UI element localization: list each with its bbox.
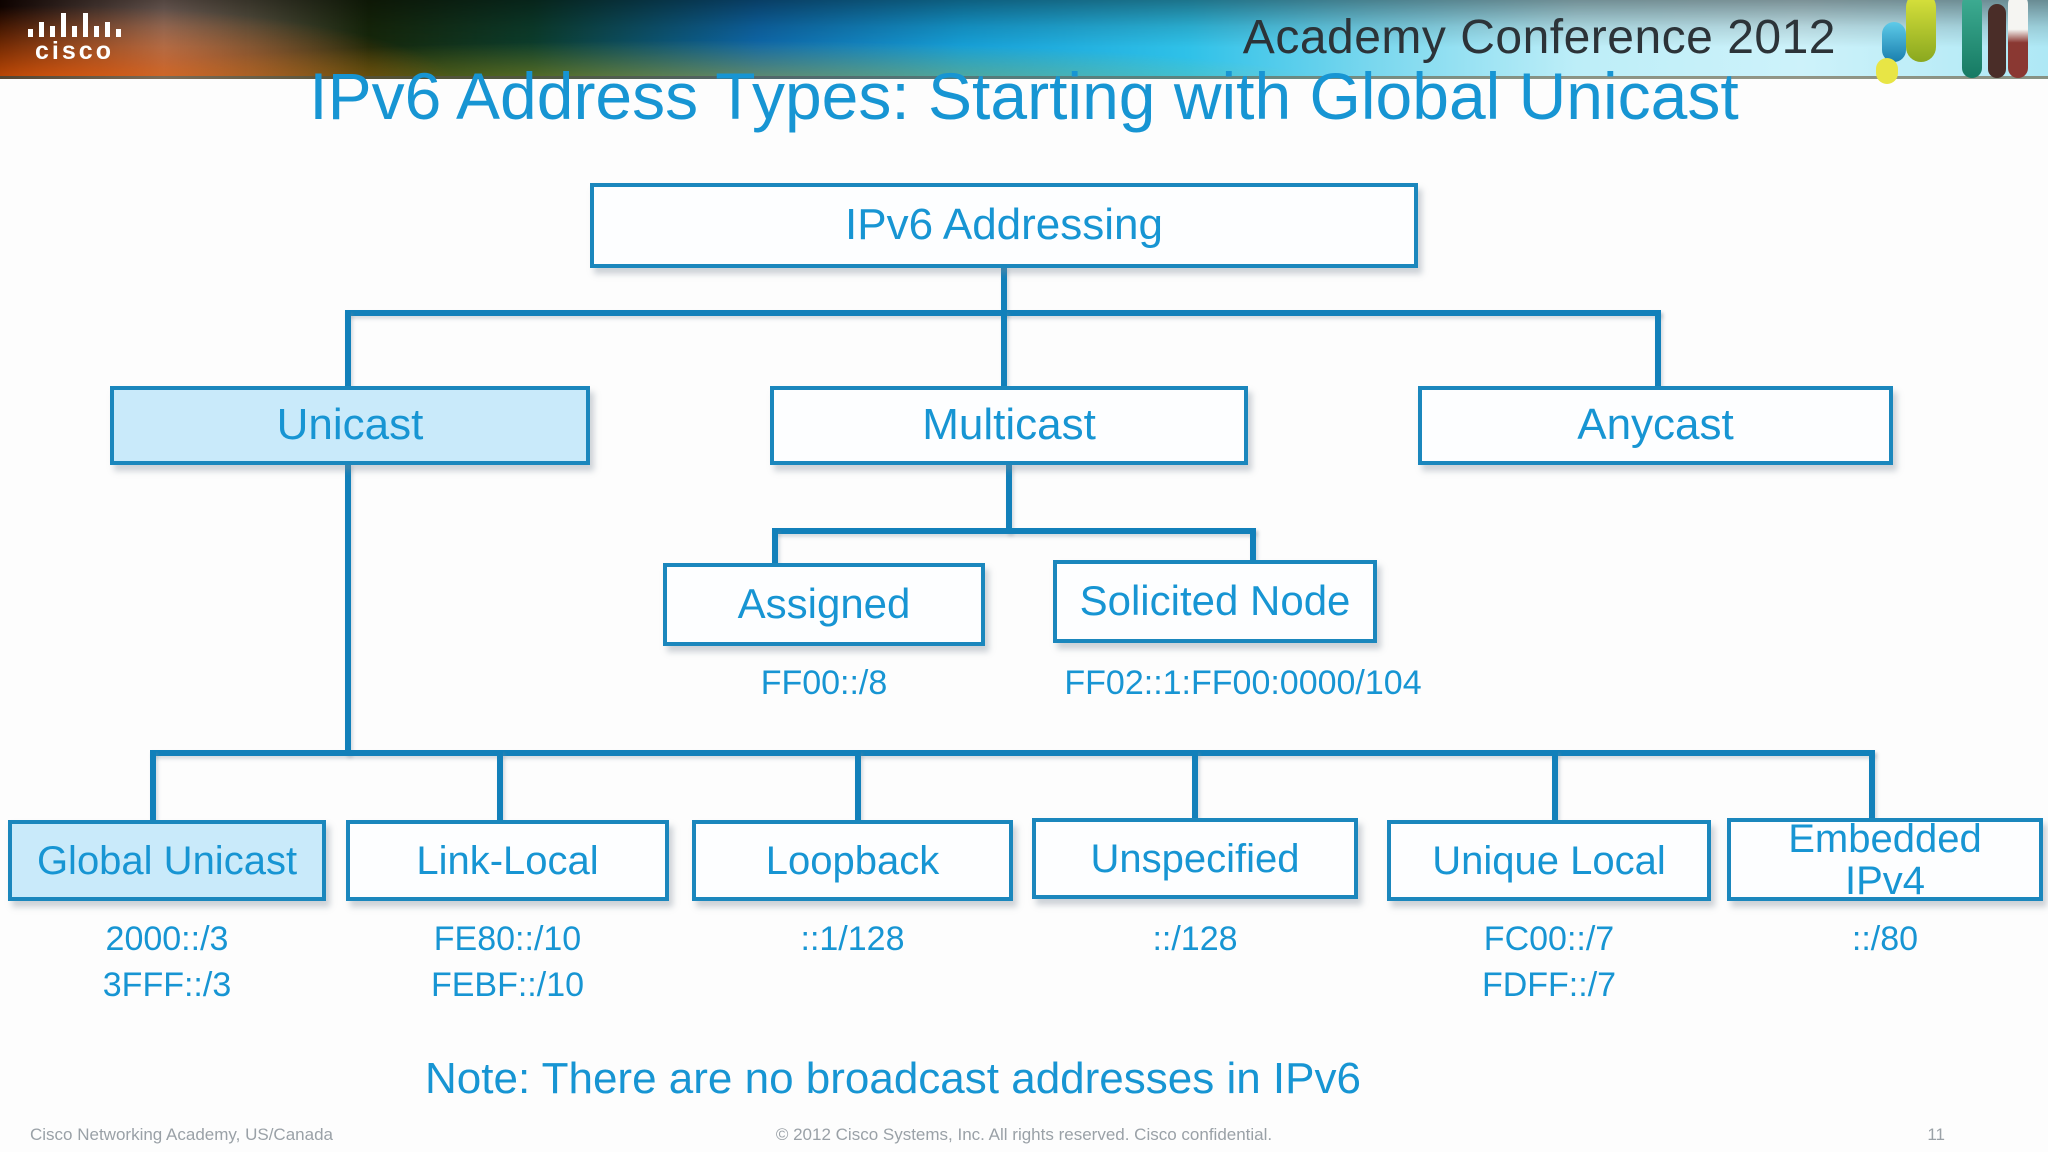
address-line: FDFF::/7 bbox=[1481, 966, 1617, 1004]
cisco-wordmark: cisco bbox=[35, 37, 114, 65]
address-group-link-local: FE80::/10 FEBF::/10 bbox=[346, 916, 669, 1008]
deco-dot-yellow bbox=[1876, 58, 1898, 84]
address-group-unspecified: ::/128 bbox=[1032, 916, 1358, 962]
address-line: FC00::/7 bbox=[1483, 920, 1615, 958]
address-group-loopback: ::1/128 bbox=[692, 916, 1013, 962]
note-text: Note: There are no broadcast addresses i… bbox=[425, 1054, 1361, 1103]
address-line: 3FFF::/3 bbox=[102, 966, 232, 1004]
footer-page-number: 11 bbox=[1927, 1125, 1945, 1144]
connector-multicast-rail bbox=[772, 528, 1256, 534]
node-unique-local: Unique Local bbox=[1387, 820, 1711, 901]
address-group-global-unicast: 2000::/3 3FFF::/3 bbox=[8, 916, 326, 1008]
node-multicast: Multicast bbox=[770, 386, 1248, 465]
node-unicast: Unicast bbox=[110, 386, 590, 465]
address-line: ::/80 bbox=[1851, 920, 1919, 958]
connector-drop-embedded-ipv4 bbox=[1869, 750, 1875, 822]
connector-drop-unicast bbox=[345, 310, 351, 388]
cisco-bridge-icon bbox=[28, 13, 121, 37]
connector-root-stem bbox=[1001, 266, 1007, 314]
address-line: ::1/128 bbox=[800, 920, 905, 958]
connector-drop-unspecified bbox=[1192, 750, 1198, 822]
connector-unicast-rail bbox=[150, 750, 1875, 756]
connector-drop-link-local bbox=[497, 750, 503, 822]
footer-organization: Cisco Networking Academy, US/Canada bbox=[30, 1125, 333, 1144]
node-assigned: Assigned bbox=[663, 563, 985, 646]
connector-drop-anycast bbox=[1655, 310, 1661, 388]
deco-bar-teal bbox=[1962, 0, 1982, 78]
address-group-unique-local: FC00::/7 FDFF::/7 bbox=[1387, 916, 1711, 1008]
address-label-assigned: FF00::/8 bbox=[760, 664, 888, 702]
banner: cisco Academy Conference 2012 bbox=[0, 0, 2048, 84]
connector-drop-loopback bbox=[855, 750, 861, 822]
node-global-unicast: Global Unicast bbox=[8, 820, 326, 901]
connector-drop-unique-local bbox=[1552, 750, 1558, 822]
conference-title: Academy Conference 2012 bbox=[1242, 11, 1836, 64]
deco-bar-red-white bbox=[2008, 0, 2028, 78]
footer-copyright: © 2012 Cisco Systems, Inc. All rights re… bbox=[775, 1125, 1273, 1144]
node-solicited-node: Solicited Node bbox=[1053, 560, 1377, 643]
deco-bar-cyan bbox=[1882, 22, 1906, 62]
deco-bar-lime bbox=[1906, 0, 1936, 62]
connector-drop-multicast bbox=[1001, 310, 1007, 388]
node-anycast: Anycast bbox=[1418, 386, 1893, 465]
address-line: 2000::/3 bbox=[105, 920, 229, 958]
connector-multicast-stem bbox=[1006, 463, 1012, 533]
node-unspecified: Unspecified bbox=[1032, 818, 1358, 899]
connector-drop-global-unicast bbox=[150, 750, 156, 822]
node-embedded-ipv4: Embedded IPv4 bbox=[1727, 818, 2043, 902]
address-label-solicited-node: FF02::1:FF00:0000/104 bbox=[1064, 664, 1422, 702]
address-group-embedded-ipv4: ::/80 bbox=[1727, 916, 2043, 962]
banner-decoration-icon bbox=[1850, 0, 2048, 84]
address-line: ::/128 bbox=[1152, 920, 1238, 958]
node-ipv6-addressing: IPv6 Addressing bbox=[590, 183, 1418, 268]
connector-drop-solicited-node bbox=[1250, 528, 1256, 564]
node-link-local: Link-Local bbox=[346, 820, 669, 901]
node-loopback: Loopback bbox=[692, 820, 1013, 901]
address-line: FEBF::/10 bbox=[430, 966, 585, 1004]
cisco-logo: cisco bbox=[28, 11, 121, 64]
deco-bar-maroon bbox=[1988, 4, 2006, 78]
address-line: FE80::/10 bbox=[433, 920, 582, 958]
footer: Cisco Networking Academy, US/Canada © 20… bbox=[0, 1120, 2048, 1152]
connector-drop-assigned bbox=[772, 528, 778, 566]
page-title: IPv6 Address Types: Starting with Global… bbox=[309, 59, 1739, 133]
connector-unicast-stem bbox=[345, 463, 351, 755]
